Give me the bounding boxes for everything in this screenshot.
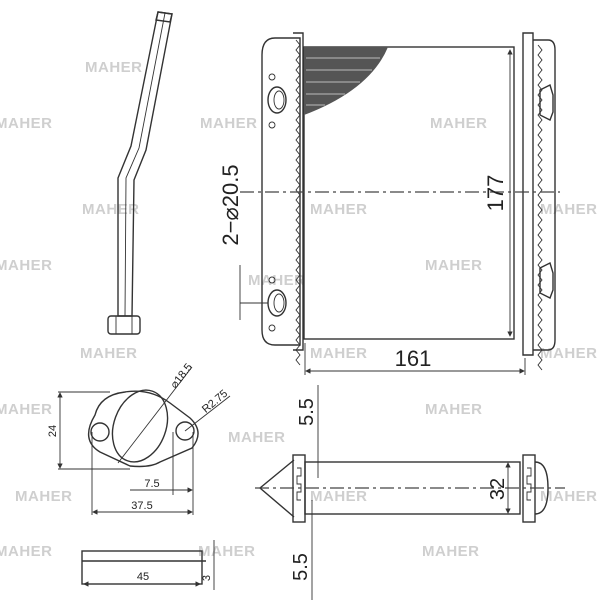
height-dimension-label: 177 — [483, 175, 508, 212]
watermark-text: MAHER — [0, 543, 53, 560]
watermark-text: MAHER — [0, 115, 53, 132]
flange-radius-label: R2.75 — [200, 388, 230, 416]
watermark-text: MAHER — [540, 201, 598, 218]
gasket-view — [81, 540, 215, 590]
side-top-offset-label: 5.5 — [296, 398, 318, 426]
watermark-text: MAHER — [80, 345, 138, 362]
flange-height-label: 24 — [47, 425, 59, 437]
flange-view — [57, 366, 231, 515]
watermark-text: MAHER — [310, 201, 368, 218]
side-view — [255, 385, 565, 600]
watermark-text: MAHER — [82, 201, 140, 218]
watermark-text: MAHER — [0, 257, 53, 274]
watermark-text: MAHER — [310, 488, 368, 505]
watermark-text: MAHER — [228, 429, 286, 446]
side-depth-label: 32 — [487, 478, 509, 500]
width-dimension-label: 161 — [395, 346, 432, 371]
pipe-diameter-label: 2−⌀20.5 — [218, 164, 243, 245]
watermark-text: MAHER — [422, 543, 480, 560]
watermark-text: MAHER — [540, 345, 598, 362]
watermark-text: MAHER — [425, 401, 483, 418]
watermark-text: MAHER — [0, 401, 53, 418]
flange-hole-label: ⌀18.5 — [168, 361, 195, 390]
side-bottom-offset-label: 5.5 — [290, 553, 312, 581]
pipe-drawing — [107, 11, 173, 335]
watermark-text: MAHER — [200, 115, 258, 132]
flange-width-label: 37.5 — [131, 500, 152, 512]
gasket-length-label: 45 — [137, 571, 149, 583]
watermark-text: MAHER — [425, 257, 483, 274]
flange-offset-label: 7.5 — [144, 478, 159, 490]
gasket-thickness-label: 3 — [201, 575, 213, 581]
watermark-text: MAHER — [15, 488, 73, 505]
watermark-text: MAHER — [540, 488, 598, 505]
watermark-text: MAHER — [310, 345, 368, 362]
watermark-text: MAHER — [430, 115, 488, 132]
watermark-text: MAHER — [198, 543, 256, 560]
front-view — [239, 32, 560, 375]
watermark-text: MAHER — [85, 59, 143, 76]
